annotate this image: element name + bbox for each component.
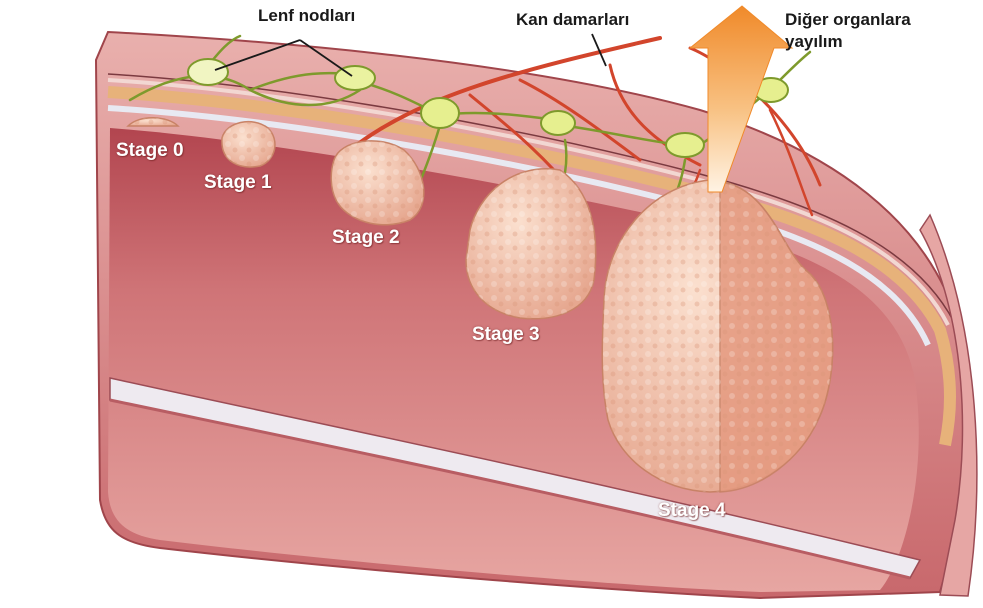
lymph-node bbox=[335, 66, 375, 90]
lymph-node bbox=[541, 111, 575, 135]
stage-3-label: Stage 3 bbox=[472, 324, 540, 346]
stage-1-label: Stage 1 bbox=[204, 172, 272, 194]
blood-vessels-label: Kan damarları bbox=[516, 10, 629, 30]
lymph-node bbox=[188, 59, 228, 85]
lymph-node bbox=[421, 98, 459, 128]
stage-4-label: Stage 4 bbox=[658, 500, 726, 522]
lymph-node bbox=[666, 133, 704, 157]
lymph-nodes-label: Lenf nodları bbox=[258, 6, 355, 26]
spread-label-line1: Diğer organlara bbox=[785, 10, 911, 30]
stage-2-label: Stage 2 bbox=[332, 227, 400, 249]
stage-0-label: Stage 0 bbox=[116, 140, 184, 162]
spread-label-line2: yayılım bbox=[785, 32, 843, 52]
